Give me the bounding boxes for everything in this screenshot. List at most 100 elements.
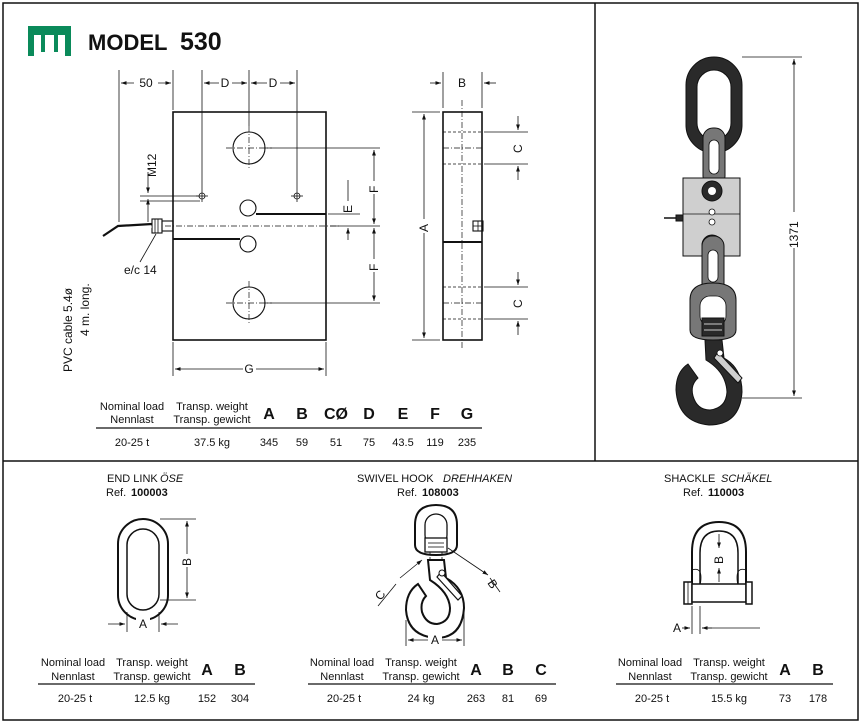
model-word: MODEL (88, 30, 167, 55)
dim-m12-label: M12 (145, 153, 159, 177)
end-link-hdr-a: A (201, 662, 213, 679)
shackle-title: SHACKLE (664, 473, 715, 485)
swivel-hook-title-de: DREHHAKEN (443, 473, 512, 485)
dim-a-label: A (417, 224, 431, 232)
shackle-hdr-transp-gewicht: Transp. gewicht (690, 671, 767, 683)
swivel-hook-hdr-nominal-load: Nominal load (310, 657, 374, 669)
swivel-hook-val-b: 81 (502, 693, 514, 705)
swivel-hook-section: SWIVEL HOOK DREHHAKEN Ref. 108003 B C A … (308, 473, 556, 705)
dim-f-upper-label: F (367, 186, 381, 193)
dim-d-right-label: D (269, 76, 278, 90)
main-val-f: 119 (426, 437, 444, 449)
main-val-load: 20-25 t (115, 437, 149, 449)
swivel-hook-hdr-nennlast: Nennlast (320, 671, 363, 683)
end-link-hdr-nominal-load: Nominal load (41, 657, 105, 669)
shackle-hdr-a: A (779, 662, 791, 679)
shackle-val-b: 178 (809, 693, 827, 705)
main-val-weight: 37.5 kg (194, 437, 230, 449)
main-hdr-f: F (430, 406, 440, 423)
dim-e-label: E (341, 205, 355, 213)
main-val-b: 59 (296, 437, 308, 449)
main-hdr-transp-weight: Transp. weight (176, 401, 248, 413)
cable-label-1: PVC cable 5.4ø (61, 287, 75, 372)
swivel-hook-val-load: 20-25 t (327, 693, 361, 705)
end-link-hdr-nennlast: Nennlast (51, 671, 94, 683)
end-link-val-weight: 12.5 kg (134, 693, 170, 705)
main-hdr-b: B (296, 406, 308, 423)
load-cell-front-view (102, 111, 340, 341)
end-link-val-load: 20-25 t (58, 693, 92, 705)
end-link-dim-a: A (139, 617, 147, 631)
side-view-dimensions: B A C C (412, 72, 528, 341)
main-hdr-c: CØ (324, 406, 348, 423)
shackle-ref-label: Ref. (683, 487, 703, 499)
shackle-dim-a: A (673, 621, 681, 635)
assembly-height-dimension: 1371 (742, 56, 802, 399)
cable-label-2: 4 m. long. (78, 283, 92, 336)
assembly-height-label: 1371 (787, 221, 801, 248)
shackle-title-de: SCHÄKEL (721, 473, 772, 485)
model-number: 530 (180, 28, 222, 56)
swivel-hook-dim-c: C (372, 587, 389, 602)
green-tt-logo-icon (28, 26, 71, 56)
shackle-hdr-nennlast: Nennlast (628, 671, 671, 683)
swivel-hook-val-a: 263 (467, 693, 485, 705)
main-hdr-e: E (398, 406, 409, 423)
end-link-val-b: 304 (231, 693, 249, 705)
end-link-hdr-transp-gewicht: Transp. gewicht (113, 671, 190, 683)
main-hdr-nominal-load: Nominal load (100, 401, 164, 413)
dim-b-label: B (458, 76, 466, 90)
swivel-hook-ref-no: 108003 (422, 487, 459, 499)
end-link-title-de: ÖSE (160, 473, 184, 485)
main-val-e: 43.5 (392, 437, 413, 449)
end-link-title: END LINK (107, 473, 158, 485)
end-link-dim-b: B (180, 558, 194, 566)
end-link-hdr-transp-weight: Transp. weight (116, 657, 188, 669)
main-hdr-nennlast: Nennlast (110, 414, 153, 426)
main-hdr-a: A (263, 406, 275, 423)
shackle-dim-b: B (712, 556, 726, 564)
shackle-section: SHACKLE SCHÄKEL Ref. 110003 B A Nominal … (616, 473, 833, 705)
main-hdr-g: G (461, 406, 473, 423)
dim-d-left-label: D (221, 76, 230, 90)
swivel-hook-dim-a: A (431, 633, 439, 647)
main-hdr-d: D (363, 406, 375, 423)
main-val-g: 235 (458, 437, 476, 449)
dim-f-lower-label: F (367, 264, 381, 271)
shackle-val-weight: 15.5 kg (711, 693, 747, 705)
shackle-hdr-transp-weight: Transp. weight (693, 657, 765, 669)
end-link-section: END LINK ÖSE Ref. 100003 B A Nominal loa… (38, 473, 255, 705)
end-link-ref-label: Ref. (106, 487, 126, 499)
main-spec-table: Nominal load Nennlast Transp. weight Tra… (96, 401, 482, 449)
swivel-hook-val-weight: 24 kg (408, 693, 435, 705)
main-val-d: 75 (363, 437, 375, 449)
gland-label: e/c 14 (124, 263, 157, 277)
main-val-a: 345 (260, 437, 278, 449)
dim-50-label: 50 (139, 76, 153, 90)
swivel-hook-hdr-transp-weight: Transp. weight (385, 657, 457, 669)
end-link-val-a: 152 (198, 693, 216, 705)
main-val-c: 51 (330, 437, 342, 449)
shackle-hdr-b: B (812, 662, 824, 679)
front-view-dimensions: 50 D D M12 F F E G e/c (61, 70, 381, 376)
shackle-hdr-nominal-load: Nominal load (618, 657, 682, 669)
shackle-val-load: 20-25 t (635, 693, 669, 705)
swivel-hook-val-c: 69 (535, 693, 547, 705)
end-link-ref-no: 100003 (131, 487, 168, 499)
end-link-hdr-b: B (234, 662, 246, 679)
assembly-illustration (664, 56, 743, 426)
swivel-hook-hdr-transp-gewicht: Transp. gewicht (382, 671, 459, 683)
load-cell-side-view (442, 100, 484, 350)
swivel-hook-ref-label: Ref. (397, 487, 417, 499)
main-hdr-transp-gewicht: Transp. gewicht (173, 414, 250, 426)
dim-g-label: G (244, 362, 253, 376)
swivel-hook-title: SWIVEL HOOK (357, 473, 434, 485)
shackle-ref-no: 110003 (708, 487, 744, 499)
dim-c-upper-label: C (511, 144, 525, 153)
swivel-hook-hdr-b: B (502, 662, 514, 679)
dim-c-lower-label: C (511, 299, 525, 308)
swivel-hook-hdr-c: C (535, 662, 547, 679)
shackle-val-a: 73 (779, 693, 791, 705)
